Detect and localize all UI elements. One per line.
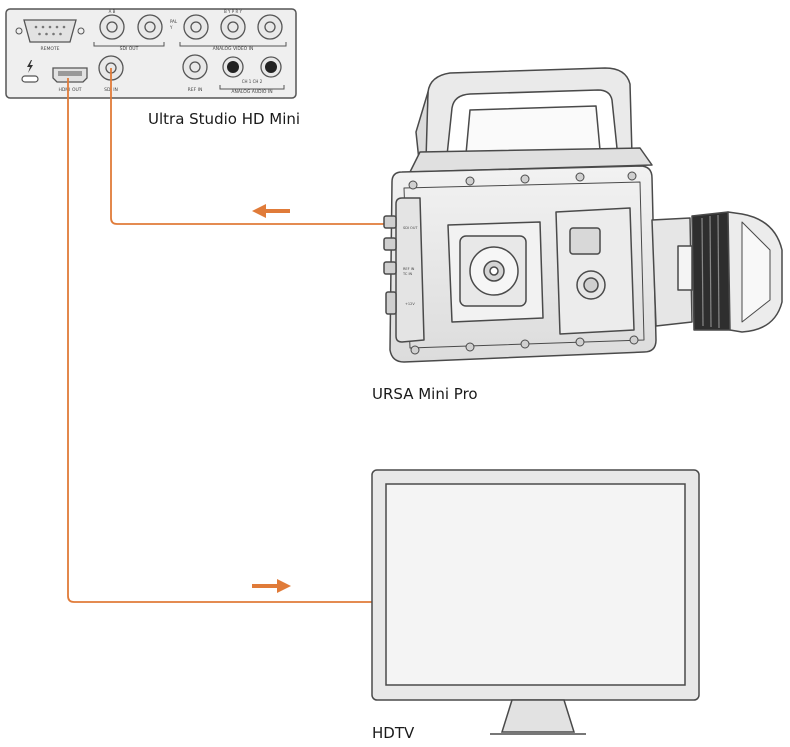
ultrastudio-hd-mini: REMOTE A B PAL Y SDI OUT B Y P R Y ANALO… [5,8,297,99]
hdmi-out-label: HDMI OUT [58,87,81,93]
ch-label: CH 1 CH 2 [242,79,263,84]
thunderbolt-icon [21,60,39,83]
sdi-out-label: SDI OUT [120,46,139,52]
analog-audio-in-label: ANALOG AUDIO IN [231,89,272,95]
arrow-left-icon [252,204,290,218]
y-label: Y [169,25,173,30]
cables [67,68,392,603]
cam-12v-label: +12V [405,302,415,306]
ref-in-connector [182,54,208,80]
ursa-label: URSA Mini Pro [372,385,478,403]
analog-audio-in-jacks [222,56,282,78]
analog-video-in-connectors [183,14,283,40]
hdtv-monitor [371,469,700,735]
ref-in-label: REF IN [188,87,203,93]
sdi-out-connectors [99,14,163,40]
arrow-right-icon [252,579,291,593]
cam-sdi-out-label: SDI OUT [403,226,418,230]
ypbpr-label: B Y P R Y [224,9,242,14]
a-b-label: A B [109,9,116,14]
remote-port [15,19,85,43]
sdi-cable [110,68,392,225]
hdmi-out-port [52,67,88,83]
hdtv-label: HDTV [372,724,415,742]
remote-label: REMOTE [41,46,60,52]
cam-tc-in-label: TC IN [402,272,413,276]
ursa-mini-pro-camera [383,67,783,363]
ultrastudio-label: Ultra Studio HD Mini [148,110,301,128]
hdmi-cable [67,78,372,603]
cam-ref-in-label: REF IN [403,267,415,271]
pal-label: PAL [170,19,178,24]
analog-video-in-label: ANALOG VIDEO IN [213,46,254,52]
